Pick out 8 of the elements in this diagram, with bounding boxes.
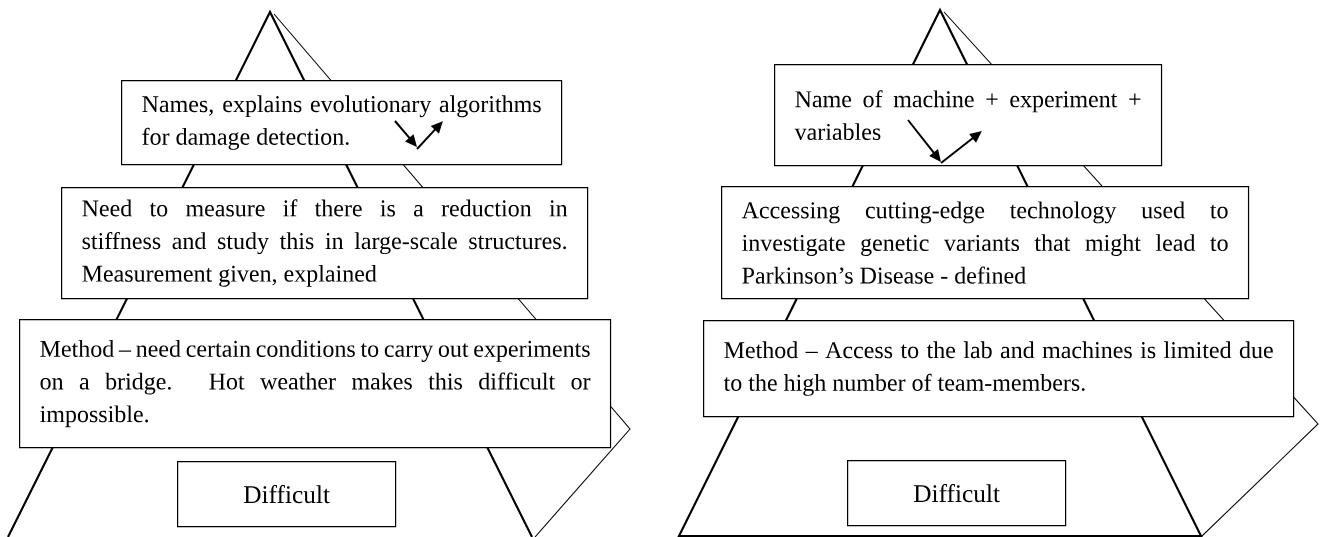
label-box: Difficult xyxy=(847,460,1067,527)
text-box: Accessing cutting-edge technology used to investigate genetic variants that might lead to Parkinson’s Disease - defined xyxy=(721,186,1250,300)
text-box: Need to measure if there is a reduction in stiffness and study this in large-scale structures. Measurement given, explained xyxy=(61,187,589,300)
text-box: Names, explains evolutionary algorithms for damage detection. xyxy=(121,80,563,166)
text-box: Name of machine + experiment + variables xyxy=(774,64,1163,167)
label-box: Difficult xyxy=(177,461,397,528)
text-box: Method – need certain conditions to carry out experiments on a bridge. Hot weather makes this difficult or impossible. xyxy=(19,319,612,449)
text-box: Method – Access to the lab and machines is limited due to the high number of team-members. xyxy=(703,320,1295,418)
